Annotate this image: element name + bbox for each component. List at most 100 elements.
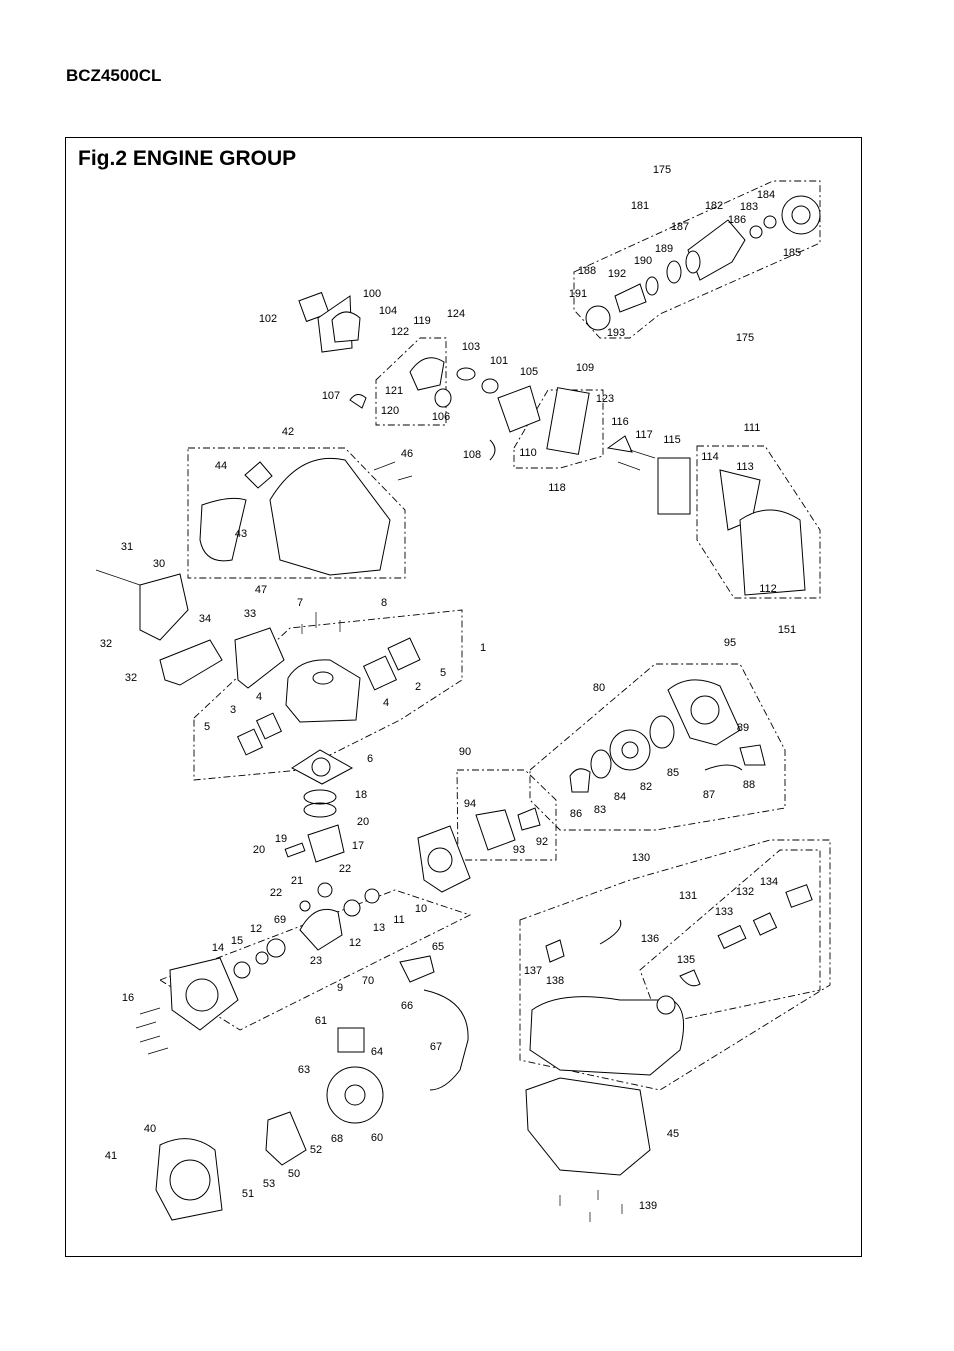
part-label-31: 31 bbox=[121, 541, 133, 553]
part-label-86: 86 bbox=[570, 808, 582, 820]
part-label-60: 60 bbox=[371, 1132, 383, 1144]
part-label-186: 186 bbox=[728, 214, 746, 226]
part-label-16: 16 bbox=[122, 992, 134, 1004]
part-label-82: 82 bbox=[640, 781, 652, 793]
part-label-67: 67 bbox=[430, 1041, 442, 1053]
part-label-119: 119 bbox=[413, 315, 431, 327]
part-label-20: 20 bbox=[253, 844, 265, 856]
part-label-45: 45 bbox=[667, 1128, 679, 1140]
part-label-105: 105 bbox=[520, 366, 538, 378]
part-label-90: 90 bbox=[459, 746, 471, 758]
fasteners bbox=[95, 449, 656, 1222]
group-119-outline bbox=[375, 337, 447, 426]
fuel-tank-parts bbox=[525, 884, 813, 1176]
part-label-89: 89 bbox=[737, 722, 749, 734]
part-label-32: 32 bbox=[125, 672, 137, 684]
part-label-88: 88 bbox=[743, 779, 755, 791]
part-label-30: 30 bbox=[153, 558, 165, 570]
group-42-outline bbox=[187, 447, 406, 579]
part-label-83: 83 bbox=[594, 804, 606, 816]
air-cleaner-cover bbox=[199, 457, 391, 576]
part-label-175: 175 bbox=[653, 164, 671, 176]
part-label-104: 104 bbox=[379, 305, 397, 317]
part-label-137: 137 bbox=[524, 965, 542, 977]
part-label-10: 10 bbox=[415, 903, 427, 915]
part-label-115: 115 bbox=[663, 434, 681, 446]
part-label-80: 80 bbox=[593, 682, 605, 694]
part-label-64: 64 bbox=[371, 1046, 383, 1058]
part-label-66: 66 bbox=[401, 1000, 413, 1012]
part-label-40: 40 bbox=[144, 1123, 156, 1135]
part-label-139: 139 bbox=[639, 1200, 657, 1212]
part-label-183: 183 bbox=[740, 201, 758, 213]
part-label-47: 47 bbox=[255, 584, 267, 596]
part-label-92: 92 bbox=[536, 836, 548, 848]
part-label-11: 11 bbox=[393, 914, 404, 926]
part-label-20: 20 bbox=[357, 816, 369, 828]
part-label-51: 51 bbox=[242, 1188, 254, 1200]
part-label-187: 187 bbox=[671, 221, 689, 233]
part-label-50: 50 bbox=[288, 1168, 300, 1180]
part-label-34: 34 bbox=[199, 613, 211, 625]
part-label-193: 193 bbox=[607, 327, 625, 339]
part-label-151: 151 bbox=[778, 624, 796, 636]
group-131-outline bbox=[639, 849, 821, 1025]
part-label-68: 68 bbox=[331, 1133, 343, 1145]
part-label-65: 65 bbox=[432, 941, 444, 953]
muffler-parts bbox=[139, 573, 285, 689]
part-label-189: 189 bbox=[655, 243, 673, 255]
part-label-3: 3 bbox=[230, 704, 236, 716]
part-label-42: 42 bbox=[282, 426, 294, 438]
part-label-32: 32 bbox=[100, 638, 112, 650]
part-label-14: 14 bbox=[212, 942, 224, 954]
part-label-15: 15 bbox=[231, 935, 243, 947]
part-label-124: 124 bbox=[447, 308, 465, 320]
part-label-18: 18 bbox=[355, 789, 367, 801]
part-label-70: 70 bbox=[362, 975, 374, 987]
part-label-184: 184 bbox=[757, 189, 775, 201]
part-label-116: 116 bbox=[611, 416, 629, 428]
carburetor-parts bbox=[298, 291, 806, 596]
model-name: BCZ4500CL bbox=[66, 66, 162, 85]
part-label-21: 21 bbox=[291, 875, 303, 887]
figure-frame bbox=[65, 137, 862, 1257]
part-label-185: 185 bbox=[783, 247, 801, 259]
part-label-111: 111 bbox=[744, 422, 761, 434]
part-label-2: 2 bbox=[415, 681, 421, 693]
part-label-100: 100 bbox=[363, 288, 381, 300]
part-label-188: 188 bbox=[578, 265, 596, 277]
part-label-8: 8 bbox=[381, 597, 387, 609]
part-label-109: 109 bbox=[576, 362, 594, 374]
part-label-190: 190 bbox=[634, 255, 652, 267]
part-label-135: 135 bbox=[677, 954, 695, 966]
part-label-108: 108 bbox=[463, 449, 481, 461]
part-label-5: 5 bbox=[440, 667, 446, 679]
part-label-53: 53 bbox=[263, 1178, 275, 1190]
part-label-136: 136 bbox=[641, 933, 659, 945]
part-label-94: 94 bbox=[464, 798, 476, 810]
part-label-102: 102 bbox=[259, 313, 277, 325]
part-label-132: 132 bbox=[736, 886, 754, 898]
part-label-22: 22 bbox=[339, 863, 351, 875]
group-130-outline bbox=[519, 839, 831, 1091]
part-label-44: 44 bbox=[215, 460, 227, 472]
part-label-107: 107 bbox=[322, 390, 340, 402]
part-label-33: 33 bbox=[244, 608, 256, 620]
group-90-outline bbox=[456, 769, 557, 861]
part-label-4: 4 bbox=[256, 691, 262, 703]
part-label-43: 43 bbox=[235, 528, 247, 540]
part-label-103: 103 bbox=[462, 341, 480, 353]
part-label-63: 63 bbox=[298, 1064, 310, 1076]
group-1-outline bbox=[193, 609, 463, 781]
part-label-93: 93 bbox=[513, 844, 525, 856]
part-label-84: 84 bbox=[614, 791, 626, 803]
part-label-101: 101 bbox=[490, 355, 508, 367]
part-label-23: 23 bbox=[310, 955, 322, 967]
starter-parts bbox=[475, 679, 766, 851]
part-label-52: 52 bbox=[310, 1144, 322, 1156]
part-label-13: 13 bbox=[373, 922, 385, 934]
part-label-22: 22 bbox=[270, 887, 282, 899]
part-label-117: 117 bbox=[635, 429, 653, 441]
part-label-6: 6 bbox=[367, 753, 373, 765]
